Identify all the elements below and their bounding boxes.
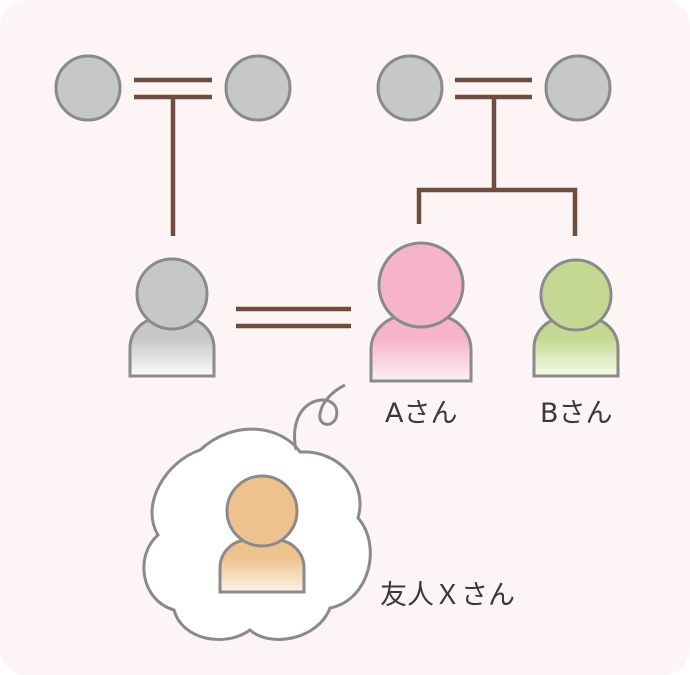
grandparent-right-2-node: [544, 54, 612, 122]
person-a-label: Aさん: [385, 398, 458, 429]
spouse-person-icon: [128, 257, 216, 378]
grandparent-left-1-node: [54, 54, 122, 122]
marriage-line-left: [134, 77, 212, 236]
person-b-icon: [532, 258, 620, 378]
friend-x-label: 友人Ｘさん: [380, 580, 515, 611]
person-a-icon: [369, 241, 473, 383]
marriage-line-right: [416, 77, 578, 236]
grandparent-right-1-node: [376, 54, 444, 122]
grandparent-left-2-node: [224, 54, 292, 122]
friend-x-person-icon: [218, 474, 306, 594]
person-b-label: Bさん: [540, 398, 613, 429]
marriage-line-spouse: [236, 306, 351, 329]
